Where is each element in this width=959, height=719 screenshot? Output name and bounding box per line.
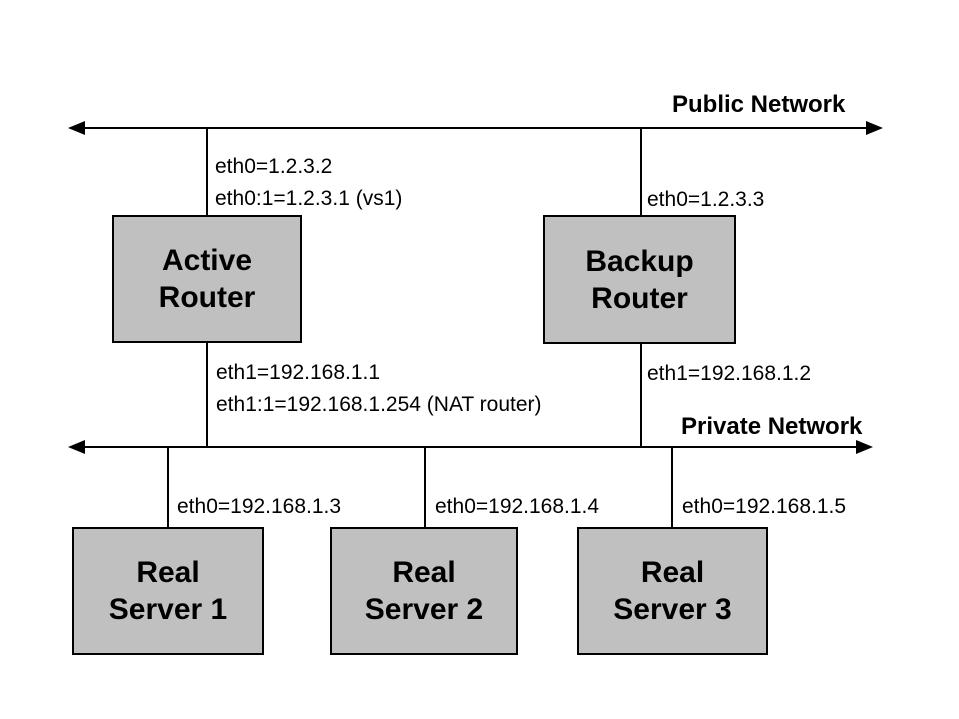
backup-router-eth0-label: eth0=1.2.3.3 xyxy=(647,188,765,211)
backup-router-label-line2: Router xyxy=(591,281,688,315)
server1-eth0-label: eth0=192.168.1.3 xyxy=(177,495,342,518)
active-router-label-line1: Active xyxy=(161,244,253,277)
public-bus-left-arrowhead-icon xyxy=(68,121,85,135)
connector-private-to-server3 xyxy=(671,447,673,527)
public-network-bus-line xyxy=(80,127,870,129)
real-server-3-label-line2: Server 3 xyxy=(613,593,732,626)
real-server-1-node: Real Server 1 xyxy=(72,527,264,655)
real-server-2-label-line1: Real xyxy=(392,556,456,589)
connector-backup-router-to-private xyxy=(640,344,642,448)
active-router-eth0-label: eth0=1.2.3.2 xyxy=(215,155,333,178)
active-router-eth0-alias-label: eth0:1=1.2.3.1 (vs1) xyxy=(215,187,403,210)
private-bus-right-arrowhead-icon xyxy=(856,440,873,454)
server2-eth0-label: eth0=192.168.1.4 xyxy=(435,495,600,518)
backup-router-eth1-label: eth1=192.168.1.2 xyxy=(647,362,812,385)
public-network-label: Public Network xyxy=(672,91,846,118)
active-router-eth1-label: eth1=192.168.1.1 xyxy=(216,361,381,384)
private-network-label: Private Network xyxy=(681,413,863,440)
connector-private-to-server1 xyxy=(167,447,169,527)
active-router-label-line2: Router xyxy=(158,281,256,314)
connector-active-router-to-private xyxy=(206,343,208,448)
backup-router-node: Backup Router xyxy=(543,215,736,344)
active-router-node: Active Router xyxy=(112,215,302,343)
connector-public-to-active-router xyxy=(206,128,208,215)
real-server-2-label-line2: Server 2 xyxy=(364,593,484,626)
real-server-3-node: Real Server 3 xyxy=(577,527,768,655)
connector-public-to-backup-router xyxy=(640,128,642,215)
public-bus-right-arrowhead-icon xyxy=(866,121,883,135)
real-server-1-label-line2: Server 1 xyxy=(108,593,228,626)
real-server-1-label-line1: Real xyxy=(136,556,200,589)
connector-private-to-server2 xyxy=(424,447,426,527)
private-bus-left-arrowhead-icon xyxy=(68,440,85,454)
active-router-eth1-alias-label: eth1:1=192.168.1.254 (NAT router) xyxy=(216,393,542,416)
real-server-2-node: Real Server 2 xyxy=(330,527,518,655)
backup-router-label-line1: Backup xyxy=(585,244,694,278)
real-server-3-label-line1: Real xyxy=(640,556,705,589)
private-network-bus-line xyxy=(80,446,858,448)
server3-eth0-label: eth0=192.168.1.5 xyxy=(682,495,847,518)
